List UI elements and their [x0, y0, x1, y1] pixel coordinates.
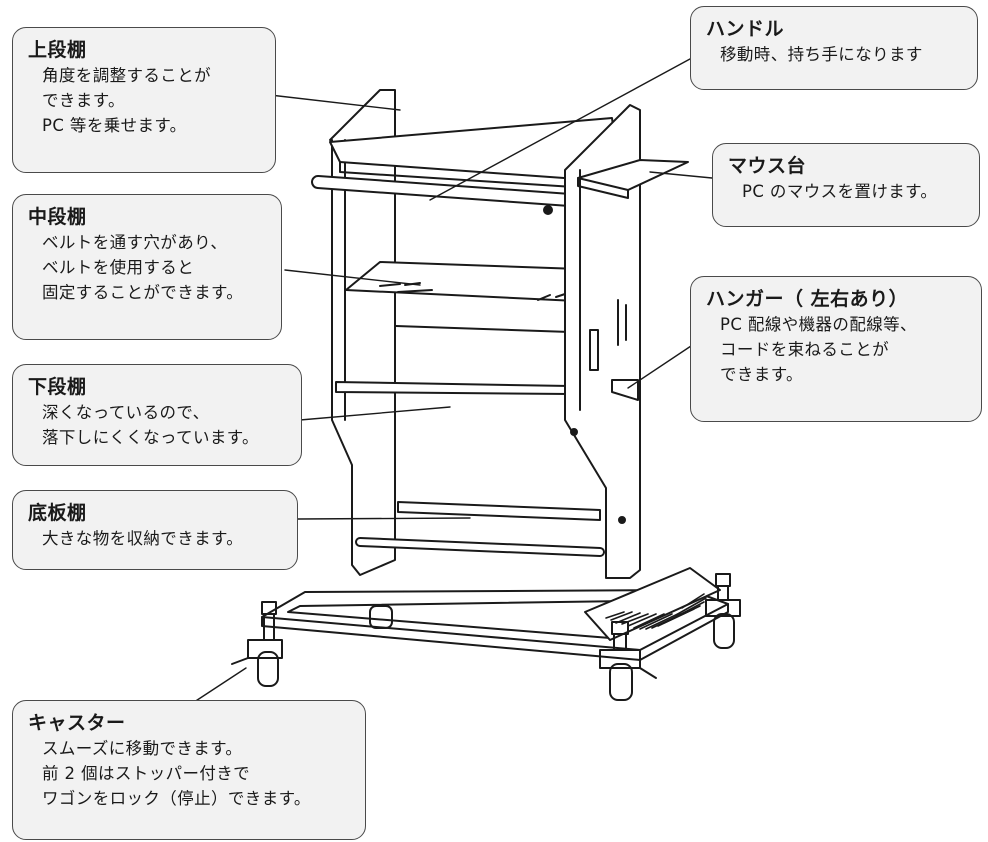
callout-lower-shelf: 下段棚 深くなっているので、 落下しにくくなっています。 — [12, 364, 302, 466]
left-side-panel — [329, 89, 396, 576]
callout-line: 角度を調整することが — [42, 66, 211, 85]
base-frame — [261, 567, 729, 661]
callout-bubble — [12, 27, 276, 173]
callout-line: PC のマウスを置けます。 — [742, 182, 938, 201]
callout-bubble — [12, 194, 282, 340]
leader-upper-shelf — [269, 94, 401, 111]
leader-lower-shelf — [299, 406, 451, 421]
callout-line: ベルトを使用すると — [42, 258, 195, 277]
callout-line: コードを束ねることが — [720, 340, 889, 359]
callout-line: PC 等を乗せます。 — [42, 116, 187, 135]
lower-shelf — [335, 325, 571, 395]
callout-title: キャスター — [28, 712, 126, 734]
callout-upper-shelf: 上段棚 角度を調整することが できます。 PC 等を乗せます。 — [12, 27, 276, 173]
handle-bar — [311, 175, 605, 209]
callout-bubble — [690, 276, 982, 422]
callout-middle-shelf: 中段棚 ベルトを通す穴があり、 ベルトを使用すると 固定することができます。 — [12, 194, 282, 340]
bottom-shelf — [355, 501, 605, 557]
callout-line: ベルトを通す穴があり、 — [42, 233, 228, 252]
mouse-stand — [577, 159, 689, 199]
callout-title: ハンガー（ 左右あり） — [706, 288, 909, 310]
callout-line: 固定することができます。 — [42, 283, 244, 302]
caster-rear-left — [369, 605, 393, 629]
callout-line: できます。 — [720, 365, 803, 384]
callout-title: 底板棚 — [28, 502, 87, 524]
callout-bubble — [712, 143, 980, 227]
caster-rear-right — [705, 573, 741, 649]
callout-title: 中段棚 — [28, 206, 87, 228]
callout-bubble — [12, 364, 302, 466]
callout-mouse-stand: マウス台 PC のマウスを置けます。 — [712, 143, 980, 227]
callout-line: ワゴンをロック（停止）できます。 — [42, 789, 311, 808]
callout-title: ハンドル — [706, 18, 785, 40]
callout-hanger: ハンガー（ 左右あり） PC 配線や機器の配線等、 コードを束ねることが できま… — [690, 276, 982, 422]
callout-title: 下段棚 — [28, 376, 87, 398]
leader-hanger — [627, 339, 701, 389]
callout-line: 大きな物を収納できます。 — [42, 529, 244, 548]
callout-caster: キャスター スムーズに移動できます。 前 2 個はストッパー付きで ワゴンをロッ… — [12, 700, 366, 840]
callout-line: できます。 — [42, 91, 125, 110]
callout-line: 落下しにくくなっています。 — [42, 428, 259, 447]
leader-middle-shelf — [284, 269, 421, 286]
right-side-panel — [543, 104, 641, 579]
callout-title: 上段棚 — [28, 39, 87, 61]
callout-line: 深くなっているので、 — [42, 403, 210, 422]
callout-line: PC 配線や機器の配線等、 — [720, 315, 917, 334]
callout-bubble — [690, 6, 978, 90]
callout-title: マウス台 — [728, 155, 807, 177]
caster-front-right — [599, 621, 657, 701]
callout-line: 移動時、持ち手になります — [720, 45, 923, 64]
caster-front-left — [231, 601, 283, 687]
callout-line: スムーズに移動できます。 — [42, 739, 243, 758]
leader-bottom-shelf — [297, 517, 471, 520]
callout-bottom-shelf: 底板棚 大きな物を収納できます。 — [12, 490, 298, 570]
callout-line: 前 2 個はストッパー付きで — [42, 764, 251, 783]
callout-handle: ハンドル 移動時、持ち手になります — [690, 6, 978, 90]
callout-bubble — [12, 490, 298, 570]
callout-bubble — [12, 700, 366, 840]
leader-mouse-stand — [649, 171, 713, 179]
leader-handle — [429, 39, 726, 201]
